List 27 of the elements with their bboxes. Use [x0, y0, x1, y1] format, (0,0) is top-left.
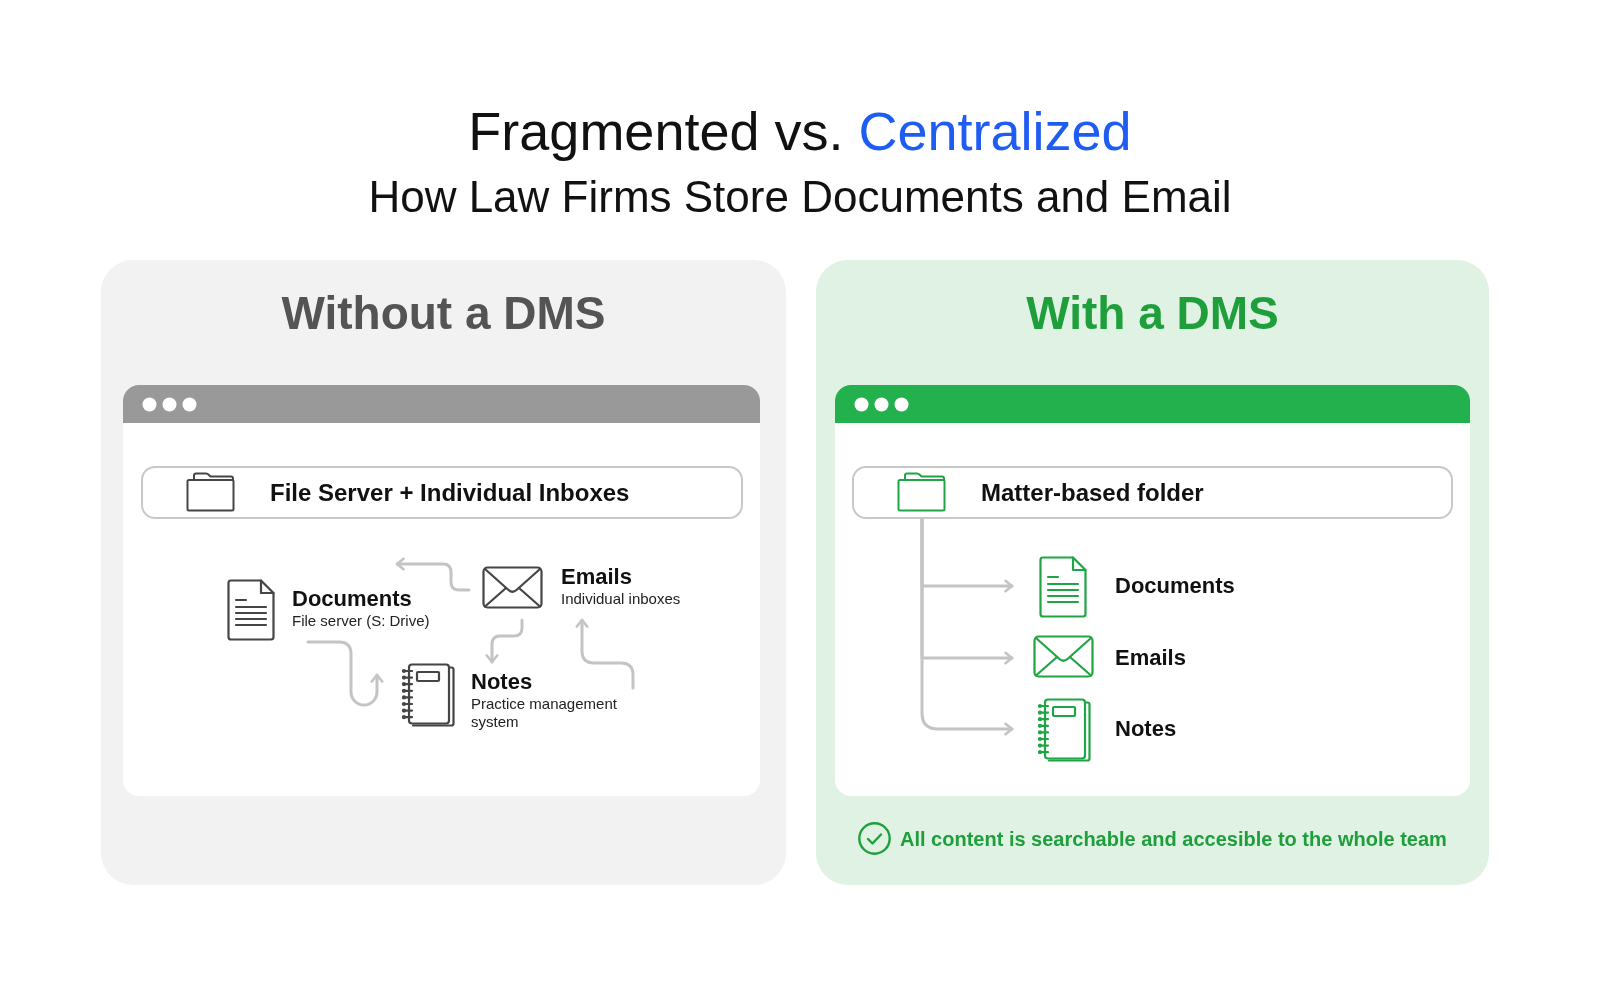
item-description: File server (S: Drive) — [292, 612, 430, 630]
arrow — [920, 517, 1014, 736]
item-title: Notes — [471, 669, 533, 695]
subtitle: How Law Firms Store Documents and Email — [368, 171, 1232, 223]
folder-bar — [852, 466, 1453, 519]
arrow — [575, 618, 635, 690]
folder-label: Matter-based folder — [981, 478, 1204, 507]
item-title: Documents — [1115, 573, 1235, 599]
arrow — [485, 618, 524, 664]
browser-window — [835, 385, 1470, 796]
arrow — [395, 557, 471, 592]
folder-label: File Server + Individual Inboxes — [270, 478, 630, 507]
panel-heading: Without a DMS — [281, 286, 606, 340]
item-description: Individual inboxes — [561, 590, 681, 608]
browser-window — [123, 385, 760, 796]
item-description: Practice management system — [471, 695, 618, 731]
item-title: Notes — [1115, 716, 1177, 742]
panel-heading: With a DMS — [1026, 286, 1279, 340]
item-title: Emails — [561, 564, 632, 590]
comparison-panel — [816, 260, 1489, 885]
summary-note: All content is searchable and accesible to the whole team — [900, 826, 1447, 851]
arrow — [306, 640, 384, 707]
title: Fragmented vs. Centralized — [468, 100, 1132, 162]
item-title: Documents — [292, 586, 412, 612]
item-title: Emails — [1115, 645, 1186, 671]
comparison-panel — [101, 260, 786, 885]
folder-bar — [141, 466, 743, 519]
